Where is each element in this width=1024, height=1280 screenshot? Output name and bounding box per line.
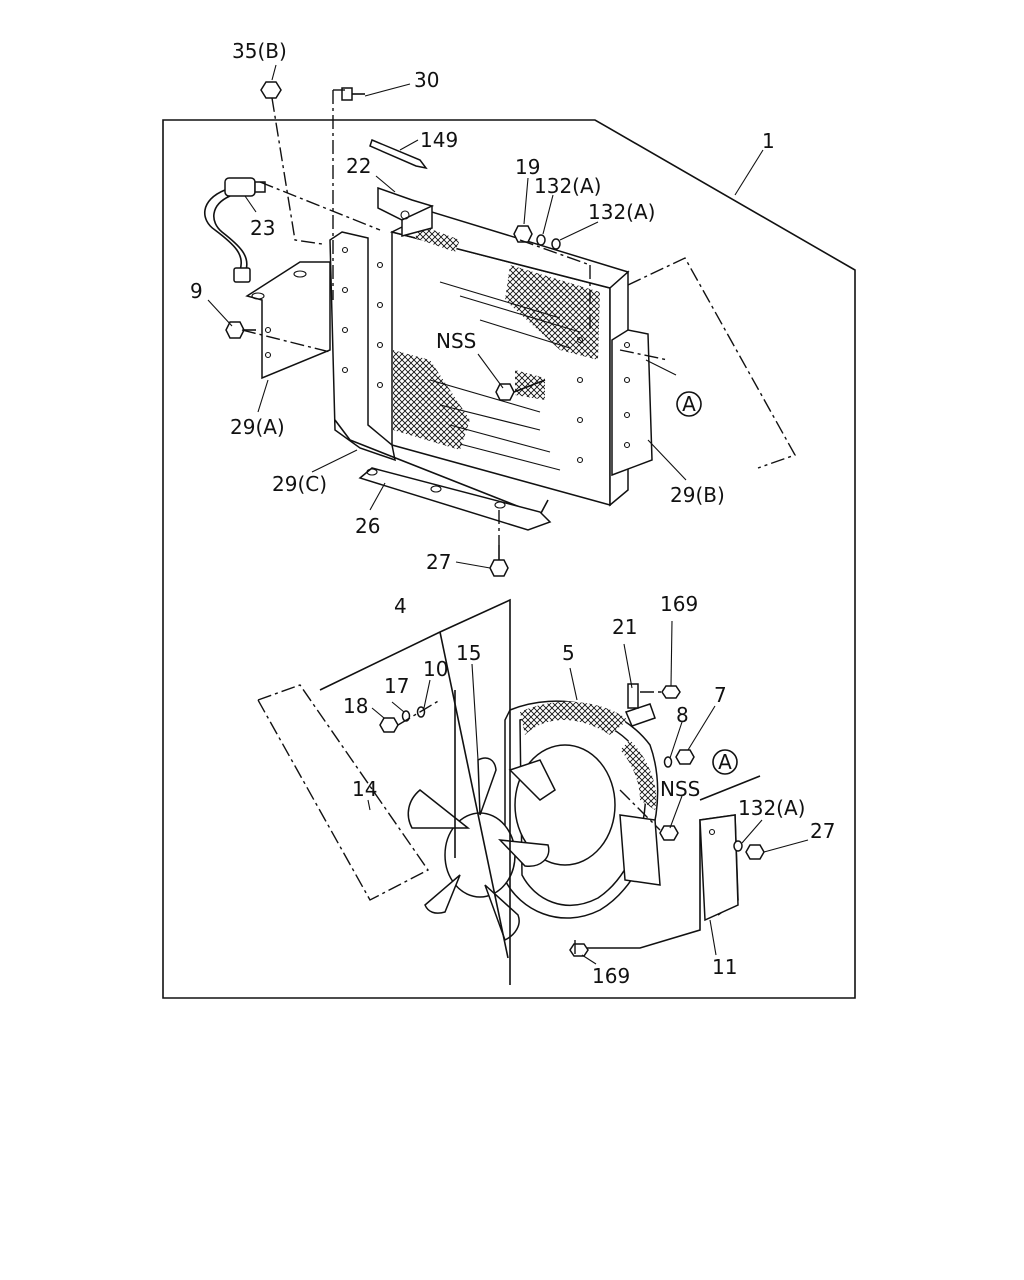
label-22: 22: [346, 154, 371, 178]
bracket-29b: [611, 329, 653, 477]
label-132a-2: 132(A): [588, 200, 655, 224]
label-nss-lower: NSS: [660, 777, 700, 801]
label-35b: 35(B): [232, 39, 287, 63]
label-29b: 29(B): [670, 483, 725, 507]
label-10: 10: [423, 657, 448, 681]
label-26: 26: [355, 514, 380, 538]
bolt-30: [341, 87, 365, 101]
bolt-nss-upper: [495, 379, 546, 401]
condenser-core: [389, 211, 630, 507]
clip-149: [369, 138, 428, 170]
svg-text:A: A: [682, 392, 696, 416]
bracket-22: [377, 186, 435, 237]
nut-19: [513, 225, 533, 243]
label-29a: 29(A): [230, 415, 285, 439]
fan-14: [407, 757, 550, 942]
label-149: 149: [420, 128, 458, 152]
label-15: 15: [456, 641, 481, 665]
fan-shroud-5: [504, 700, 661, 919]
label-17: 17: [384, 674, 409, 698]
clip-21: [624, 683, 656, 727]
label-169-lower: 169: [592, 964, 630, 988]
svg-text:A: A: [718, 750, 732, 774]
nut-35b: [260, 81, 282, 99]
hardware-lower: [379, 685, 765, 957]
label-11: 11: [712, 955, 737, 979]
label-9: 9: [190, 279, 203, 303]
label-18: 18: [343, 694, 368, 718]
label-14: 14: [352, 777, 377, 801]
bracket-11: [575, 814, 739, 949]
label-7: 7: [714, 683, 727, 707]
bolt-9: [225, 321, 256, 339]
pressure-switch-23: [203, 177, 266, 283]
reference-marker-a-lower: A: [712, 749, 738, 775]
bracket-29a: [245, 261, 331, 380]
label-27-lower: 27: [810, 819, 835, 843]
label-30: 30: [414, 68, 439, 92]
label-27-upper: 27: [426, 550, 451, 574]
label-8: 8: [676, 703, 689, 727]
bolt-27-upper: [489, 545, 509, 577]
label-4: 4: [394, 594, 407, 618]
label-132a-1: 132(A): [534, 174, 601, 198]
label-23: 23: [250, 216, 275, 240]
frame-bracket-29c: [329, 231, 584, 517]
label-132a-3: 132(A): [738, 796, 805, 820]
plate-26: [358, 467, 552, 531]
assembly-boundary: [162, 119, 856, 999]
label-1: 1: [762, 129, 775, 153]
reference-marker-a-upper: A: [676, 391, 702, 417]
label-169-upper: 169: [660, 592, 698, 616]
label-5: 5: [562, 641, 575, 665]
washer-132a: [536, 234, 561, 250]
label-19: 19: [515, 155, 540, 179]
label-21: 21: [612, 615, 637, 639]
label-nss-upper: NSS: [436, 329, 476, 353]
label-29c: 29(C): [272, 472, 327, 496]
